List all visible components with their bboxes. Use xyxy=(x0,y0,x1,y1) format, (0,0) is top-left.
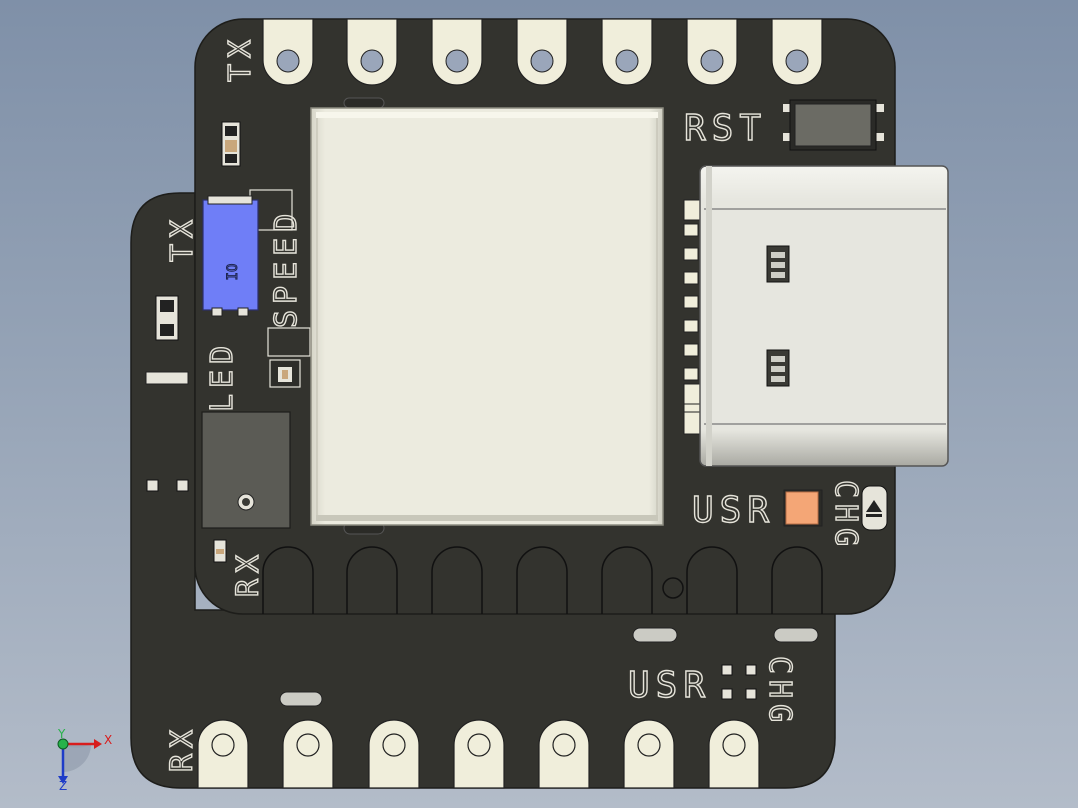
front-board-half-holes xyxy=(262,546,823,614)
label-left-tx: TX xyxy=(165,214,200,262)
usb-pin xyxy=(683,295,699,309)
label-top-chg: CHG xyxy=(828,480,863,552)
user-led xyxy=(783,489,823,527)
label-bottom-rx: RX xyxy=(165,724,200,772)
bottom-castellated-pads xyxy=(197,719,760,789)
bottom-pad xyxy=(623,719,675,789)
half-hole xyxy=(262,546,314,614)
half-hole xyxy=(686,546,738,614)
reset-button[interactable] xyxy=(783,99,884,151)
label-top-usr: USR xyxy=(692,490,775,531)
label-top-tx: TX xyxy=(223,34,258,82)
bottom-pad xyxy=(538,719,590,789)
dark-chip xyxy=(201,411,291,529)
top-pad xyxy=(686,18,738,86)
half-hole xyxy=(431,546,483,614)
z-axis-label: Z xyxy=(59,779,67,793)
back-board-components xyxy=(146,295,757,700)
label-rst: RST xyxy=(684,108,767,149)
top-pad xyxy=(771,18,823,86)
top-pad xyxy=(346,18,398,86)
usb-pin xyxy=(683,319,699,333)
top-pad xyxy=(601,18,653,86)
label-led: LED xyxy=(205,340,240,412)
charge-led xyxy=(861,485,888,531)
bottom-pad xyxy=(197,719,249,789)
y-axis-label: Y xyxy=(57,727,66,741)
top-pad xyxy=(516,18,568,86)
rf-shield-module xyxy=(310,107,664,526)
top-pad xyxy=(262,18,314,86)
coordinate-triad[interactable]: X Y Z xyxy=(57,727,112,793)
y-axis-dot xyxy=(57,738,69,750)
back-board-slots xyxy=(145,371,819,707)
usb-pin xyxy=(683,247,699,261)
usb-pin xyxy=(683,367,699,381)
label-bottom-usr: USR xyxy=(628,665,711,706)
usb-c-connector[interactable] xyxy=(699,165,949,467)
usb-pin xyxy=(683,223,699,237)
usb-pin xyxy=(683,271,699,285)
label-mid-rx: RX xyxy=(231,549,266,597)
bottom-pad xyxy=(282,719,334,789)
half-hole xyxy=(771,546,823,614)
half-hole xyxy=(346,546,398,614)
switch-label: IO xyxy=(225,264,241,281)
x-axis-label: X xyxy=(104,733,112,747)
boot-switch[interactable]: IO xyxy=(202,195,259,317)
bottom-pad xyxy=(368,719,420,789)
bottom-pad xyxy=(453,719,505,789)
usb-pin xyxy=(683,343,699,357)
top-castellated-pads xyxy=(262,18,823,86)
bottom-pad xyxy=(708,719,760,789)
label-bottom-chg: CHG xyxy=(762,656,797,728)
top-pad xyxy=(431,18,483,86)
half-hole xyxy=(601,546,653,614)
label-speed: SPEED xyxy=(269,208,304,328)
half-hole xyxy=(516,546,568,614)
